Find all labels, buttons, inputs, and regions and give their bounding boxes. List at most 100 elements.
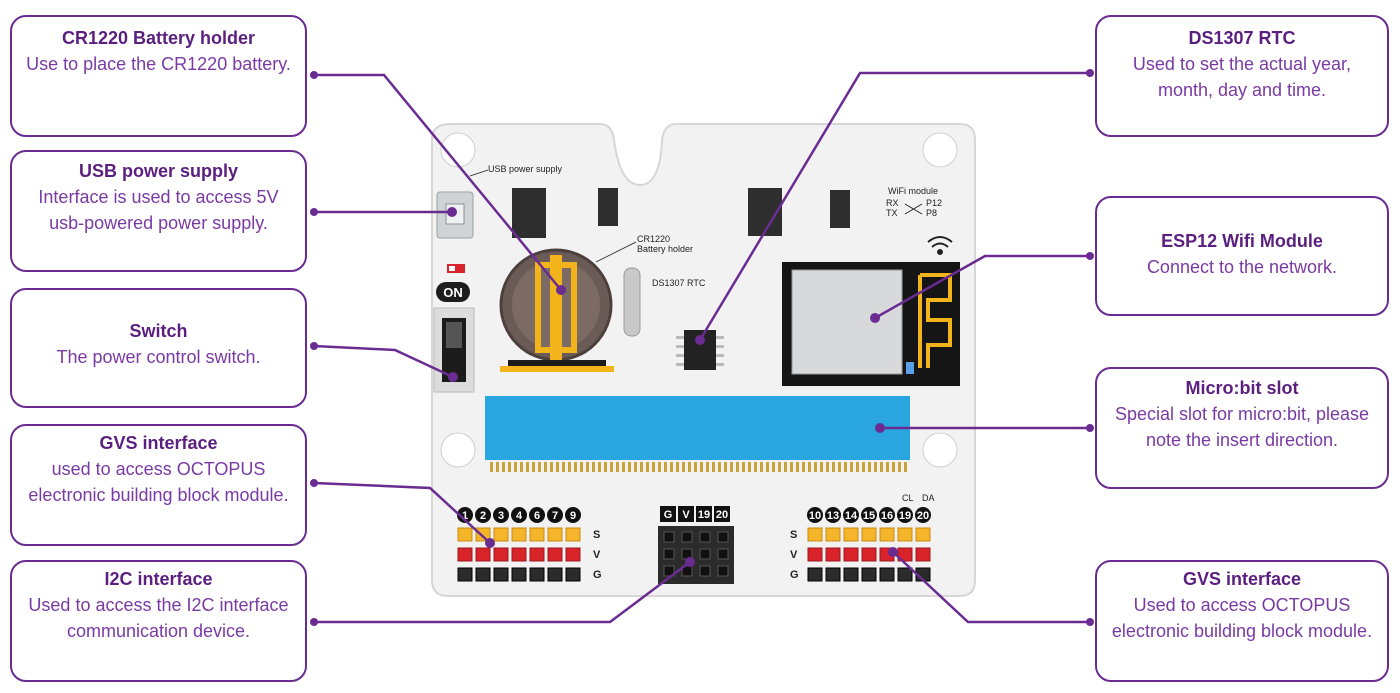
slot-contacts bbox=[490, 462, 907, 472]
callout-title: GVS interface bbox=[99, 433, 218, 453]
signal-pin bbox=[511, 527, 527, 542]
callout-title: DS1307 RTC bbox=[1188, 28, 1296, 48]
pin-number-badge bbox=[511, 507, 527, 523]
pin-number-badge bbox=[714, 506, 730, 522]
leader-wifi bbox=[874, 254, 1090, 320]
mount-hole bbox=[440, 432, 476, 468]
mount-hole bbox=[922, 432, 958, 468]
battery-label-2: Battery holder bbox=[637, 244, 693, 254]
callout-desc: used to access OCTOPUS electronic buildi… bbox=[28, 459, 289, 506]
tx-label: TX bbox=[886, 208, 898, 218]
pin-number-badge bbox=[861, 507, 877, 523]
pin-number: 1 bbox=[462, 510, 468, 522]
gnd-pin bbox=[565, 567, 581, 582]
rx-label: RX bbox=[886, 198, 899, 208]
vcc-pin bbox=[547, 547, 563, 562]
pin-number-badge bbox=[493, 507, 509, 523]
gnd-pin bbox=[807, 567, 823, 582]
callout-desc: Interface is used to access 5V usb-power… bbox=[38, 187, 279, 234]
signal-pin bbox=[861, 527, 877, 542]
callout-microbit: Micro:bit slot Special slot for micro:bi… bbox=[1095, 367, 1389, 489]
pin-number-badge bbox=[660, 506, 676, 522]
pin-number-badge bbox=[529, 507, 545, 523]
callout-desc: Used to access the I2C interface communi… bbox=[28, 595, 289, 642]
vcc-pin bbox=[529, 547, 545, 562]
da-label: DA bbox=[922, 493, 935, 503]
vcc-pin bbox=[457, 547, 473, 562]
pin-number: 20 bbox=[917, 510, 929, 522]
signal-pin bbox=[897, 527, 913, 542]
row-g-right: G bbox=[790, 569, 799, 581]
pin-number-badge bbox=[843, 507, 859, 523]
diode bbox=[598, 188, 618, 226]
pin-number: 14 bbox=[845, 510, 858, 522]
gnd-pin bbox=[843, 567, 859, 582]
callout-desc: The power control switch. bbox=[56, 347, 261, 368]
vcc-pin bbox=[897, 547, 913, 562]
callout-gvs-right: GVS interface Used to access OCTOPUS ele… bbox=[1095, 560, 1389, 682]
pin-number: 20 bbox=[716, 509, 728, 521]
pin-number-badge bbox=[825, 507, 841, 523]
pin-number: 9 bbox=[570, 510, 576, 522]
callout-title: ESP12 Wifi Module bbox=[1161, 231, 1323, 251]
gnd-pin bbox=[493, 567, 509, 582]
gnd-pin bbox=[529, 567, 545, 582]
callout-title: CR1220 Battery holder bbox=[61, 28, 256, 48]
gnd-pin bbox=[825, 567, 841, 582]
signal-pin bbox=[547, 527, 563, 542]
row-s-right: S bbox=[790, 529, 797, 541]
callout-usb-power: USB power supply Interface is used to ac… bbox=[10, 150, 307, 272]
vcc-pin bbox=[493, 547, 509, 562]
pin-number-badge bbox=[696, 506, 712, 522]
vcc-pin bbox=[861, 547, 877, 562]
callout-title: GVS interface bbox=[1182, 569, 1302, 589]
pin-number-badge bbox=[897, 507, 913, 523]
signal-pin bbox=[475, 527, 491, 542]
vcc-pin bbox=[807, 547, 823, 562]
pin-number: V bbox=[682, 509, 690, 521]
pin-number: 19 bbox=[899, 510, 911, 522]
pin-number: 4 bbox=[516, 510, 523, 522]
pin-number-badge bbox=[915, 507, 931, 523]
pin-number: 13 bbox=[827, 510, 839, 522]
pin-number-badge bbox=[678, 506, 694, 522]
callout-desc: Connect to the network. bbox=[1146, 257, 1338, 278]
usb-label: USB power supply bbox=[488, 164, 563, 174]
leader-gvs-right bbox=[892, 551, 1090, 624]
cl-label: CL bbox=[902, 493, 914, 503]
p12-label: P12 bbox=[926, 198, 942, 208]
gnd-pin bbox=[457, 567, 473, 582]
wifi-label: WiFi module bbox=[888, 186, 938, 196]
callout-rtc: DS1307 RTC Used to set the actual year, … bbox=[1095, 15, 1389, 137]
microbit-slot bbox=[485, 396, 910, 460]
on-indicator bbox=[447, 264, 465, 273]
callout-title: USB power supply bbox=[78, 161, 239, 181]
mount-hole bbox=[922, 132, 958, 168]
leader-rtc bbox=[698, 71, 1090, 341]
gnd-pin bbox=[547, 567, 563, 582]
leader-gvs-left bbox=[313, 481, 491, 544]
signal-pin bbox=[529, 527, 545, 542]
row-g-left: G bbox=[593, 569, 602, 581]
vcc-pin bbox=[565, 547, 581, 562]
callout-wifi: ESP12 Wifi Module Connect to the network… bbox=[1095, 196, 1389, 316]
callout-gvs-left: GVS interface used to access OCTOPUS ele… bbox=[10, 424, 307, 546]
callout-title: Micro:bit slot bbox=[1185, 378, 1299, 398]
vcc-pin bbox=[915, 547, 931, 562]
crystal bbox=[623, 267, 641, 337]
pin-number: 19 bbox=[698, 509, 710, 521]
callout-desc: Use to place the CR1220 battery. bbox=[26, 54, 291, 75]
gnd-pin bbox=[897, 567, 913, 582]
leader-i2c bbox=[314, 561, 691, 624]
signal-pin bbox=[915, 527, 931, 542]
callout-battery-holder: CR1220 Battery holder Use to place the C… bbox=[10, 15, 307, 137]
diode bbox=[830, 190, 850, 228]
pin-number: 3 bbox=[498, 510, 504, 522]
wifi-icon bbox=[927, 236, 953, 255]
callout-switch: Switch The power control switch. bbox=[10, 288, 307, 408]
callout-desc: Used to set the actual year, month, day … bbox=[1132, 54, 1352, 101]
pin-number: 16 bbox=[881, 510, 893, 522]
